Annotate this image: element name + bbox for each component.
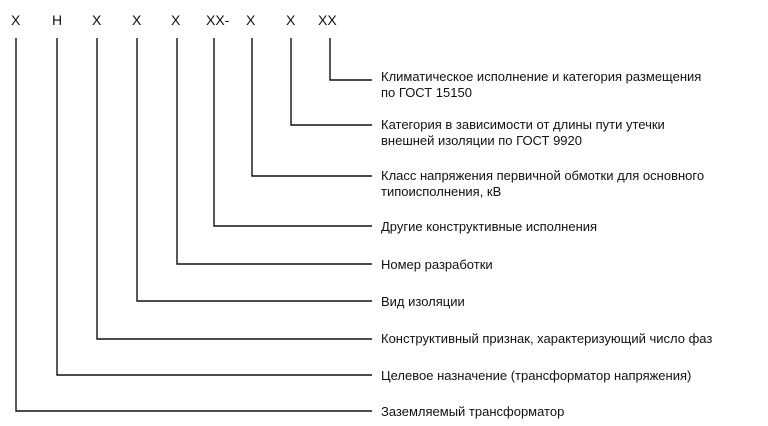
description-voltage-class-line-1: Класс напряжения первичной обмотки для о… (381, 168, 704, 183)
code-letter-3: Х (92, 12, 102, 28)
description-leakage-line-1: Категория в зависимости от длины пути ут… (381, 117, 665, 132)
description-purpose-line-1: Целевое назначение (трансформатор напряж… (381, 368, 691, 383)
description-purpose: Целевое назначение (трансформатор напряж… (381, 368, 691, 383)
description-leakage-line-2: внешней изоляции по ГОСТ 9920 (381, 133, 582, 148)
description-insulation-type-line-1: Вид изоляции (381, 294, 465, 309)
description-grounded: Заземляемый трансформатор (381, 404, 564, 419)
leader-line-climatic (329, 38, 372, 81)
description-phase-count-line-1: Конструктивный признак, характеризующий … (381, 331, 712, 346)
description-development-number: Номер разработки (381, 257, 493, 272)
code-letter-7: Х (246, 12, 256, 28)
description-voltage-class: Класс напряжения первичной обмотки для о… (381, 168, 708, 199)
leader-line-insulation-type (136, 38, 372, 302)
code-letter-6: ХХ- (206, 12, 230, 28)
description-leakage: Категория в зависимости от длины пути ут… (381, 117, 668, 148)
description-voltage-class-line-2: типоисполнения, кВ (381, 184, 501, 199)
code-letter-4: Х (132, 12, 142, 28)
code-letter-5: Х (171, 12, 181, 28)
description-insulation-type: Вид изоляции (381, 294, 465, 309)
code-letter-8: Х (286, 12, 296, 28)
description-other-designs: Другие конструктивные исполнения (381, 219, 597, 234)
leader-line-voltage-class (251, 38, 372, 177)
description-climatic-line-1: Климатическое исполнение и категория раз… (381, 69, 701, 84)
leader-line-phase-count (96, 38, 372, 340)
leader-line-other-designs (213, 38, 372, 227)
description-climatic: Климатическое исполнение и категория раз… (381, 69, 705, 100)
leader-line-grounded (15, 38, 372, 412)
code-letter-2: Н (52, 12, 62, 28)
code-letter-1: Х (11, 12, 21, 28)
descriptions: Климатическое исполнение и категория раз… (381, 69, 712, 419)
description-development-number-line-1: Номер разработки (381, 257, 493, 272)
leader-line-purpose (56, 38, 372, 376)
description-other-designs-line-1: Другие конструктивные исполнения (381, 219, 597, 234)
code-letters-row: Х Н Х Х Х ХХ- Х Х ХХ (11, 12, 337, 28)
description-grounded-line-1: Заземляемый трансформатор (381, 404, 564, 419)
description-phase-count: Конструктивный признак, характеризующий … (381, 331, 712, 346)
description-climatic-line-2: по ГОСТ 15150 (381, 85, 472, 100)
leader-line-leakage (290, 38, 372, 126)
leader-line-development-number (176, 38, 372, 265)
leader-lines (15, 38, 372, 412)
code-letter-9: ХХ (318, 12, 337, 28)
